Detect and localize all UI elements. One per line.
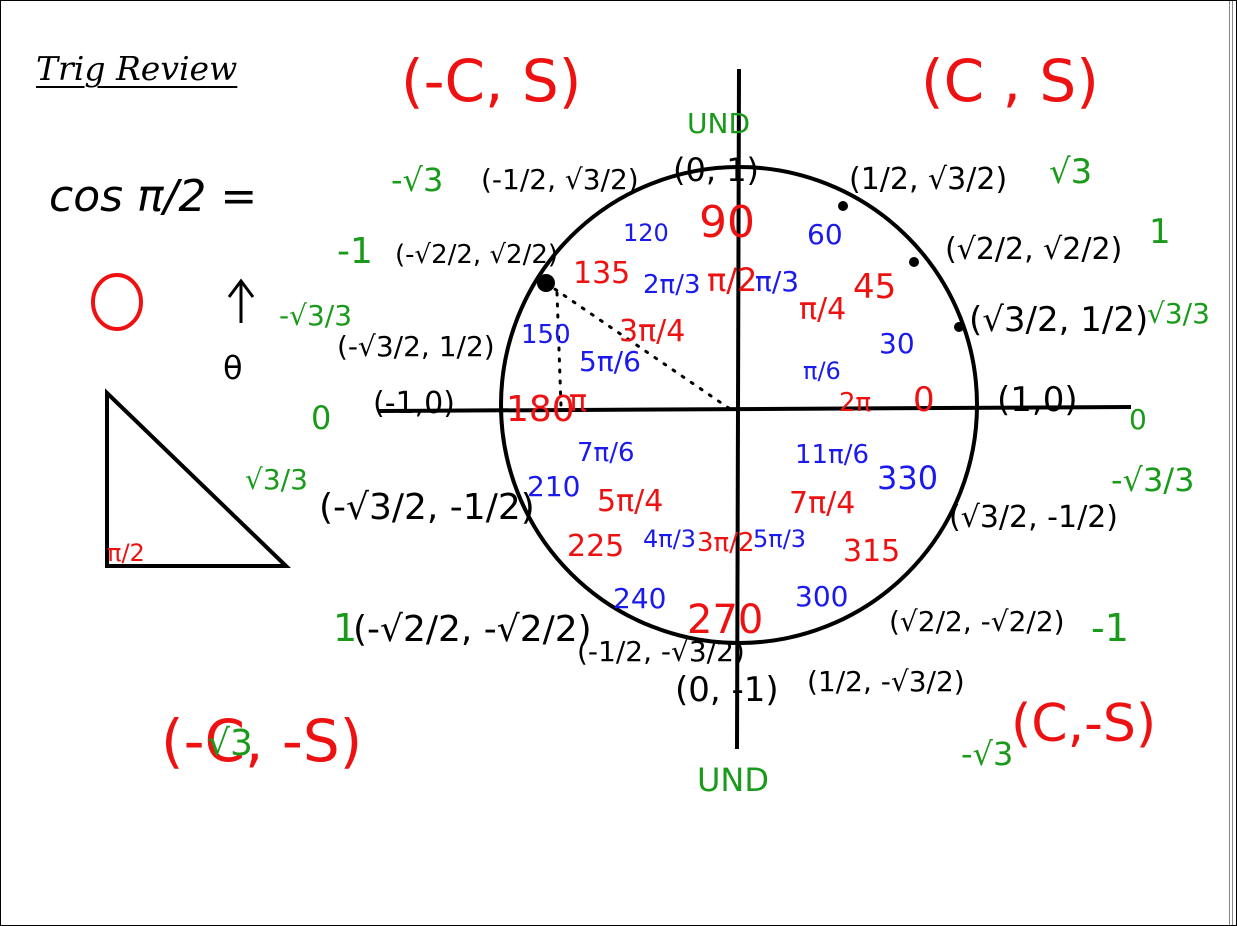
radian-label-11: 4π/3: [643, 525, 696, 553]
coordinate-label-4: (0, 1): [673, 151, 759, 189]
degree-label-180: 180: [506, 389, 575, 430]
quadrant-sign-1: (C , S): [921, 47, 1099, 115]
radian-label-6: 3π/4: [619, 314, 685, 349]
radian-label-14: 7π/4: [789, 486, 855, 521]
degree-label-315: 315: [843, 534, 900, 569]
coordinate-label-8: (-1,0): [373, 386, 455, 421]
page-title: Trig Review: [36, 49, 238, 88]
radian-label-13: 5π/3: [753, 525, 806, 553]
degree-label-330: 330: [877, 459, 938, 497]
degree-label-135: 135: [573, 256, 630, 291]
reference-leg: [555, 291, 563, 408]
degree-label-90: 90: [699, 197, 755, 248]
degree-label-0: 0: [913, 380, 935, 420]
degree-label-45: 45: [853, 267, 896, 307]
degree-label-30: 30: [879, 327, 915, 360]
equation-lhs: cos π/2 =: [49, 171, 257, 222]
coordinate-label-2: (√2/2, √2/2): [945, 232, 1122, 267]
reference-hypotenuse: [544, 281, 735, 413]
radian-label-4: π/2: [707, 261, 757, 299]
tangent-label-11: √3: [207, 723, 253, 764]
tangent-label-14: -1: [1091, 606, 1129, 650]
coordinate-label-0: (1,0): [997, 380, 1078, 420]
right-triangle: [105, 388, 291, 568]
tangent-label-15: -√3/3: [1111, 461, 1194, 499]
radian-label-5: 2π/3: [643, 270, 701, 300]
tangent-label-1: √3/3: [1147, 297, 1210, 330]
x-axis: [378, 405, 1132, 413]
degree-label-150: 150: [521, 320, 571, 350]
point-150: [537, 274, 555, 292]
radian-label-1: π/6: [803, 357, 841, 385]
coordinate-label-9: (-√3/2, -1/2): [319, 487, 535, 528]
degree-label-270: 270: [687, 597, 763, 643]
degree-label-240: 240: [613, 582, 666, 615]
tangent-label-2: 1: [1149, 212, 1171, 252]
tangent-label-0: 0: [1129, 403, 1147, 436]
radian-label-3: π/3: [755, 265, 799, 298]
result-value: 0: [97, 312, 99, 314]
quadrant-sign-4: (C,-S): [1011, 694, 1156, 754]
quadrant-sign-2: (-C, S): [401, 47, 581, 115]
radian-label-0: 2π: [839, 388, 871, 418]
radian-label-10: 5π/4: [597, 484, 663, 519]
coordinate-label-13: (1/2, -√3/2): [807, 665, 965, 698]
coordinate-label-10: (-√2/2, -√2/2): [353, 609, 592, 650]
radian-label-15: 11π/6: [795, 440, 869, 470]
coordinate-label-7: (-√3/2, 1/2): [337, 330, 495, 363]
coordinate-label-1: (√3/2, 1/2): [969, 300, 1148, 340]
point-60: [838, 201, 848, 211]
degree-label-300: 300: [795, 580, 848, 613]
radian-label-7: 5π/6: [579, 345, 641, 378]
tangent-label-8: 0: [311, 399, 331, 437]
point-30: [954, 322, 964, 332]
degree-label-225: 225: [567, 529, 624, 564]
coordinate-label-5: (-1/2, √3/2): [481, 163, 639, 196]
degree-label-120: 120: [623, 219, 669, 247]
coordinate-label-3: (1/2, √3/2): [849, 162, 1007, 197]
theta-symbol: θ: [223, 349, 243, 387]
coordinate-label-14: (√2/2, -√2/2): [889, 605, 1065, 638]
radian-label-12: 3π/2: [697, 528, 755, 558]
degree-label-210: 210: [527, 470, 580, 503]
unit-circle: [499, 165, 979, 645]
radian-label-9: 7π/6: [577, 438, 635, 468]
radian-label-8: π: [569, 384, 587, 419]
quadrant-sign-3: (-C, -S): [161, 707, 362, 775]
tangent-label-7: -√3/3: [279, 299, 352, 332]
coordinate-label-6: (-√2/2, √2/2): [395, 240, 558, 270]
tangent-label-3: √3: [1049, 152, 1092, 192]
triangle-angle-label: π/2: [107, 539, 145, 567]
result-circle-icon: [91, 273, 143, 331]
tangent-label-5: -√3: [391, 161, 443, 199]
point-45: [909, 257, 919, 267]
coordinate-label-15: (√3/2, -1/2): [949, 500, 1118, 535]
tangent-label-6: -1: [337, 231, 373, 272]
tangent-label-13: -√3: [961, 735, 1013, 773]
undefined-label-top: UND: [687, 107, 750, 140]
tangent-label-9: √3/3: [245, 463, 308, 496]
tangent-label-10: 1: [333, 606, 357, 650]
coordinate-label-11: (-1/2, -√3/2): [577, 635, 745, 668]
coordinate-label-12: (0, -1): [675, 670, 779, 710]
y-axis: [735, 68, 741, 750]
undefined-label-bottom: UND: [697, 761, 769, 799]
radian-label-2: π/4: [799, 292, 846, 327]
degree-label-60: 60: [807, 218, 843, 251]
